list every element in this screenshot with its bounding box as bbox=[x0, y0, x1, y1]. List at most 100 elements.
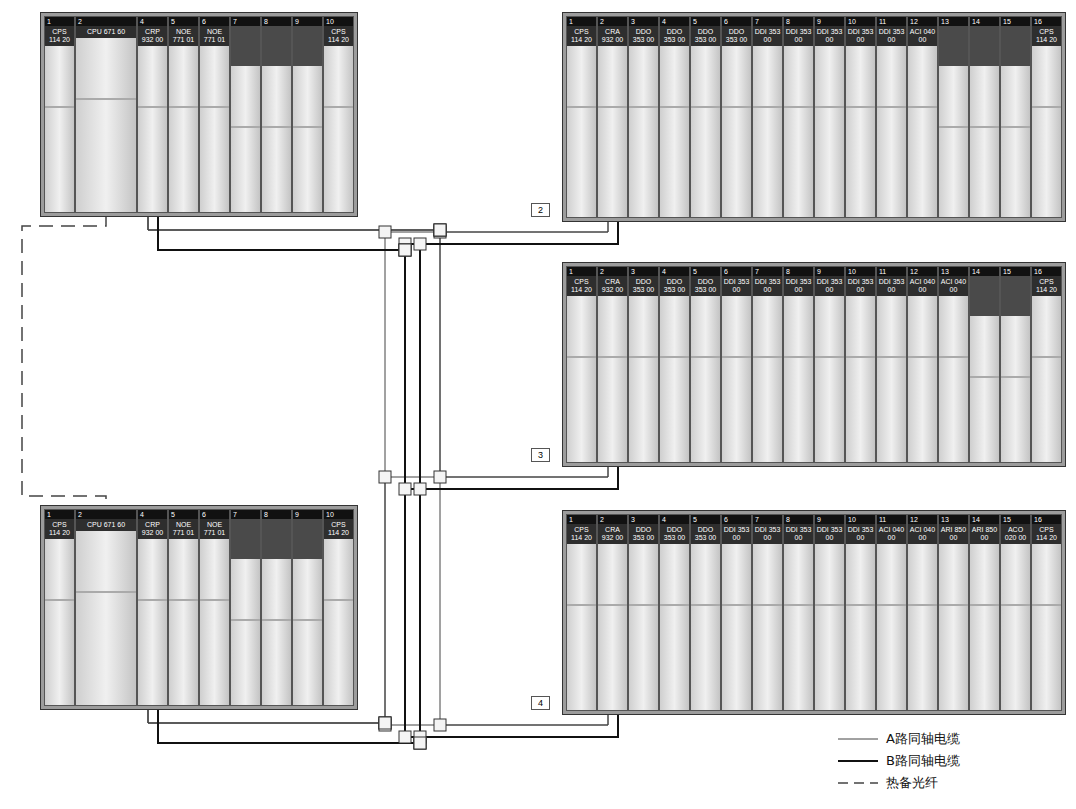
legend-row: 热备光纤 bbox=[836, 772, 960, 794]
io-module: 9DDI 353 00 bbox=[814, 514, 845, 711]
slot-number: 8 bbox=[262, 17, 291, 26]
slot-number: 13 bbox=[939, 17, 968, 26]
module-model: DDO 353 00 bbox=[660, 26, 689, 46]
slot-number: 16 bbox=[1032, 515, 1061, 524]
empty-slot-cover bbox=[293, 26, 322, 66]
io-module: 4DDO 353 00 bbox=[659, 266, 690, 463]
cable-tap bbox=[399, 244, 411, 256]
slot-number: 6 bbox=[722, 17, 751, 26]
slot-number: 9 bbox=[293, 510, 322, 519]
module-model: DDI 353 00 bbox=[722, 524, 751, 544]
io-module: 1CPS 114 20 bbox=[566, 16, 597, 218]
module-band bbox=[200, 599, 229, 601]
legend-sample bbox=[836, 778, 880, 788]
io-module: 5DDO 353 00 bbox=[690, 514, 721, 711]
module-band bbox=[970, 376, 999, 378]
slot-number: 5 bbox=[169, 17, 198, 26]
module-band bbox=[45, 106, 74, 108]
slot-number: 4 bbox=[138, 510, 167, 519]
slot-number: 6 bbox=[200, 510, 229, 519]
slot-number: 5 bbox=[169, 510, 198, 519]
empty-slot-cover bbox=[231, 26, 260, 66]
slot-number: 9 bbox=[293, 17, 322, 26]
module-model: CPS 114 20 bbox=[1032, 26, 1061, 46]
coax-cable bbox=[158, 706, 618, 743]
io-module: 7DDI 353 00 bbox=[752, 266, 783, 463]
module-band bbox=[567, 604, 596, 606]
io-module: 16CPS 114 20 bbox=[1031, 266, 1062, 463]
legend-text: 热备光纤 bbox=[886, 774, 938, 792]
module-band bbox=[815, 604, 844, 606]
io-module: 1CPS 114 20 bbox=[44, 509, 75, 706]
module-model: DDI 353 00 bbox=[815, 524, 844, 544]
cable-tap bbox=[414, 483, 426, 495]
module-band bbox=[598, 604, 627, 606]
module-band bbox=[691, 106, 720, 108]
module-model: DDI 353 00 bbox=[753, 26, 782, 46]
module-model: DDI 353 00 bbox=[784, 524, 813, 544]
module-band bbox=[138, 106, 167, 108]
slot-number: 9 bbox=[815, 17, 844, 26]
module-band bbox=[908, 604, 937, 606]
slot-number: 12 bbox=[908, 515, 937, 524]
slot-number: 11 bbox=[877, 17, 906, 26]
slot-number: 10 bbox=[846, 267, 875, 276]
module-band bbox=[970, 126, 999, 128]
module-model: CPS 114 20 bbox=[45, 26, 74, 46]
slot-number: 7 bbox=[753, 515, 782, 524]
module-model: CPS 114 20 bbox=[1032, 524, 1061, 544]
module-band bbox=[231, 619, 260, 621]
module-band bbox=[629, 356, 658, 358]
cable-tap bbox=[399, 244, 411, 256]
module-model: CRP 932 00 bbox=[138, 26, 167, 46]
io-module: 8DDI 353 00 bbox=[783, 16, 814, 218]
module-model: DDO 353 00 bbox=[629, 276, 658, 296]
io-module: 8DDI 353 00 bbox=[783, 266, 814, 463]
io-module: 5NOE 771 01 bbox=[168, 16, 199, 213]
module-model: CPS 114 20 bbox=[567, 276, 596, 296]
io-module: 6NOE 771 01 bbox=[199, 509, 230, 706]
slot-number: 1 bbox=[567, 267, 596, 276]
slot-number: 9 bbox=[815, 267, 844, 276]
slot-number: 15 bbox=[1001, 17, 1030, 26]
module-band bbox=[660, 604, 689, 606]
module-model: ACI 040 00 bbox=[939, 276, 968, 296]
module-model: NOE 771 01 bbox=[200, 26, 229, 46]
module-band bbox=[722, 356, 751, 358]
io-module: 10CPS 114 20 bbox=[323, 509, 354, 706]
module-model: DDO 353 00 bbox=[691, 524, 720, 544]
io-module: 15 bbox=[1000, 266, 1031, 463]
slot-number: 14 bbox=[970, 515, 999, 524]
coax-cable bbox=[148, 213, 608, 725]
io-module: 13 bbox=[938, 16, 969, 218]
module-band bbox=[45, 599, 74, 601]
io-module: 15 bbox=[1000, 16, 1031, 218]
slot-number: 2 bbox=[598, 515, 627, 524]
legend-text: B路同轴电缆 bbox=[886, 752, 960, 770]
io-module: 11DDI 353 00 bbox=[876, 266, 907, 463]
io-module: 12ACI 040 00 bbox=[907, 266, 938, 463]
io-module: 14 bbox=[969, 266, 1000, 463]
legend-sample bbox=[836, 734, 880, 744]
slot-number: 4 bbox=[660, 17, 689, 26]
module-model: DDI 353 00 bbox=[877, 276, 906, 296]
cable-tap bbox=[399, 244, 411, 256]
slot-number: 13 bbox=[939, 267, 968, 276]
module-band bbox=[1032, 604, 1061, 606]
module-band bbox=[846, 356, 875, 358]
legend-row: B路同轴电缆 bbox=[836, 750, 960, 772]
module-band bbox=[846, 604, 875, 606]
module-model: CPS 114 20 bbox=[324, 26, 353, 46]
module-band bbox=[784, 604, 813, 606]
module-band bbox=[293, 126, 322, 128]
io-module: 4DDO 353 00 bbox=[659, 514, 690, 711]
slot-number: 8 bbox=[262, 510, 291, 519]
io-module: 8 bbox=[261, 16, 292, 213]
io-module: 8DDI 353 00 bbox=[783, 514, 814, 711]
coax-cable bbox=[158, 213, 618, 489]
empty-slot-cover bbox=[970, 276, 999, 316]
slot-number: 1 bbox=[567, 17, 596, 26]
module-model: ACI 040 00 bbox=[908, 26, 937, 46]
slot-number: 16 bbox=[1032, 17, 1061, 26]
slot-number: 2 bbox=[76, 510, 136, 519]
